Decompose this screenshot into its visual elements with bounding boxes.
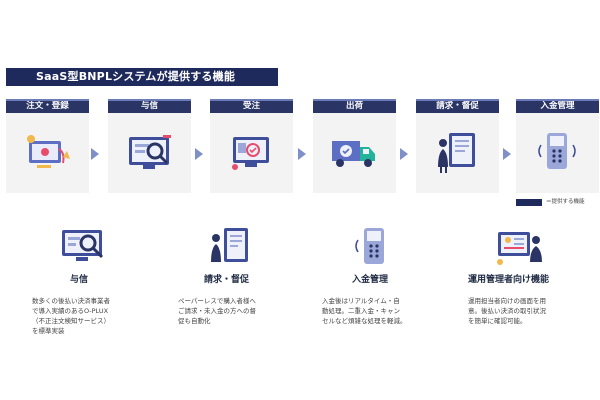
flow-arrow-icon xyxy=(298,148,306,160)
step-credit: 与信 xyxy=(108,99,191,193)
step-billing: 請求・督促 xyxy=(416,99,499,193)
feature-description: 数多くの後払い決済事業者 で導入実績のあるO-PLUX （不正注文検知サービス）… xyxy=(32,297,110,335)
feature-description: 入金後はリアルタイム・自 動処理。二重入金・キャン セルなど煩雑な処理を軽減。 xyxy=(322,297,407,325)
step-label: 受注 xyxy=(210,99,293,113)
flow-arrow-icon xyxy=(91,148,99,160)
flow-arrow-icon xyxy=(195,148,203,160)
feature-description: 運用担当者向けの画面を用 意。後払い決済の取引状況 を簡単に確認可能。 xyxy=(468,297,546,325)
payment-terminal-icon xyxy=(355,228,384,264)
feature-title: 入金管理 xyxy=(352,275,389,285)
step-order-registration: 注文・登録 xyxy=(6,99,89,193)
step-label: 請求・督促 xyxy=(416,99,499,113)
step-label: 注文・登録 xyxy=(6,99,89,113)
invoice-document-icon xyxy=(211,228,248,262)
process-flow: 注文・登録 与信 受注 xyxy=(6,99,599,193)
step-label: 出荷 xyxy=(313,99,396,113)
step-order-acceptance: 受注 xyxy=(210,99,293,193)
order-acceptance-icon xyxy=(232,137,269,170)
page-title: SaaS型BNPLシステムが提供する機能 xyxy=(6,68,278,86)
order-registration-icon xyxy=(27,135,70,168)
step-payment-management: 入金管理 xyxy=(516,99,599,193)
step-label: 入金管理 xyxy=(516,99,599,113)
step-label: 与信 xyxy=(108,99,191,113)
credit-check-icon xyxy=(62,230,104,261)
invoice-document-icon xyxy=(438,133,475,173)
legend-text: ＝提供する機能 xyxy=(546,199,585,205)
step-shipping: 出荷 xyxy=(313,99,396,193)
admin-dashboard-icon xyxy=(497,232,542,265)
legend-swatch xyxy=(516,199,542,206)
feature-title: 請求・督促 xyxy=(204,275,250,285)
feature-title: 運用管理者向け機能 xyxy=(468,275,550,285)
payment-terminal-icon xyxy=(538,133,576,169)
shipping-truck-icon xyxy=(332,141,375,167)
flow-arrow-icon xyxy=(503,148,511,160)
feature-title: 与信 xyxy=(70,275,89,285)
flow-arrow-icon xyxy=(400,148,408,160)
credit-check-icon xyxy=(129,135,171,169)
feature-description: ペーパーレスで購入者様へ ご請求・未入金の方への督 促も自動化 xyxy=(178,297,256,325)
